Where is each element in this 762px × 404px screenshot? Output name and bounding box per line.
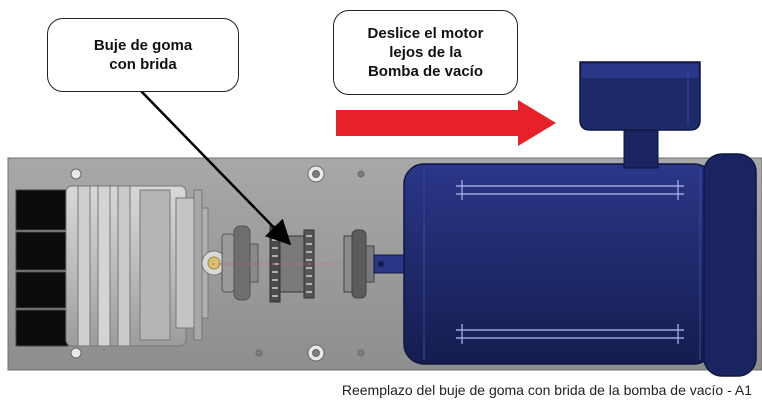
mount-holes [70, 165, 365, 362]
motor-coupling-hub [343, 229, 375, 299]
pump-coupling-hub [221, 225, 259, 301]
callout-slide-motor: Deslice el motor lejos de la Bomba de va… [333, 10, 518, 95]
callout-flanged-bushing: Buje de goma con brida [47, 18, 239, 92]
vacuum-pump [65, 185, 227, 347]
figure-caption: Reemplazo del buje de goma con brida de … [341, 382, 752, 398]
pump-end-blocks [15, 189, 69, 347]
electric-motor [403, 61, 757, 377]
